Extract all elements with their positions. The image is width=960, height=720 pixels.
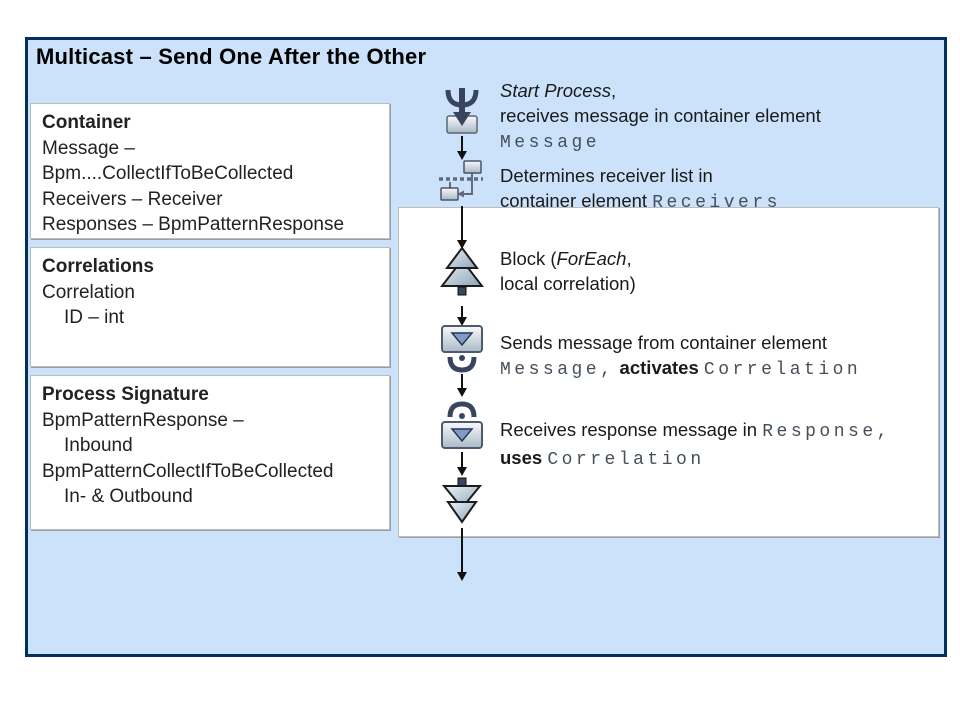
text-span: , xyxy=(611,80,617,101)
text-span: , xyxy=(626,248,632,269)
panel-line: Responses – BpmPatternResponse xyxy=(42,214,345,235)
flow-text-line: container element Receivers xyxy=(500,188,781,216)
text-span: Start Process xyxy=(500,80,612,101)
text-span: ForEach xyxy=(556,248,627,269)
panel-line: Bpm....CollectIfToBeCollected xyxy=(42,163,294,184)
panel-heading: Container xyxy=(42,112,131,133)
flow-text-line: Sends message from container element xyxy=(500,330,861,355)
panel-line: BpmPatternResponse – xyxy=(42,409,244,431)
text-span: Sends message from container element xyxy=(500,332,828,353)
slide-title: Multicast – Send One After the Other xyxy=(36,44,427,69)
code-span: Response, xyxy=(762,422,891,442)
flow-step-text-block: Block (ForEach, local correlation) xyxy=(500,246,636,296)
text-span: local correlation) xyxy=(500,273,636,294)
text-span: container element xyxy=(500,190,653,211)
mapping-icon xyxy=(438,158,484,211)
block-foreach-icon xyxy=(439,246,485,311)
panel-line: BpmPatternCollectIfToBeCollected xyxy=(42,460,334,482)
panel-line: In- & Outbound xyxy=(64,486,193,507)
text-span: activates xyxy=(614,357,704,378)
text-span: Determines receiver list in xyxy=(500,165,713,186)
flow-text-line: Determines receiver list in xyxy=(500,163,781,188)
flow-text-line: Receives response message in Response, xyxy=(500,417,891,445)
flow-step-text-send: Sends message from container element Mes… xyxy=(500,330,861,383)
panel-line: Message – xyxy=(42,137,135,159)
panel-line: Receivers – Receiver xyxy=(42,188,223,210)
text-span: receives message in container element xyxy=(500,105,821,126)
code-span: Correlation xyxy=(547,450,705,470)
correlations-panel: Correlations Correlation ID – int xyxy=(30,247,390,367)
start-process-icon xyxy=(440,86,484,143)
process-signature-panel: Process Signature BpmPatternResponse – I… xyxy=(30,375,390,530)
panel-line: ID – int xyxy=(64,307,125,328)
flow-arrow xyxy=(456,206,467,249)
flow-text-line: local correlation) xyxy=(500,271,636,296)
code-span: Correlation xyxy=(703,360,862,380)
text-span: Block ( xyxy=(500,248,557,269)
panel-heading: Process Signature xyxy=(42,384,209,405)
flow-text-line: Message, activates Correlation xyxy=(500,355,861,383)
panel-line: Inbound xyxy=(64,435,133,456)
flow-arrow xyxy=(456,306,467,326)
receive-step-icon xyxy=(440,398,484,459)
flow-arrow xyxy=(456,528,467,581)
panel-heading: Correlations xyxy=(42,256,154,277)
flow-text-line: uses Correlation xyxy=(500,445,891,473)
flow-text-line: receives message in container element xyxy=(500,103,821,128)
flow-arrow xyxy=(456,452,467,476)
flow-step-text-receive: Receives response message in Response, u… xyxy=(500,417,891,473)
flow-arrow xyxy=(456,136,467,160)
flow-text-line: Block (ForEach, xyxy=(500,246,636,271)
code-span: Message, xyxy=(500,360,615,380)
code-span: Message xyxy=(500,133,601,153)
flow-step-text-start: Start Process, receives message in conta… xyxy=(500,78,821,156)
panel-line: Correlation xyxy=(42,281,135,303)
flow-arrow xyxy=(456,374,467,397)
block-scope-panel xyxy=(398,207,939,537)
send-step-icon xyxy=(440,324,484,381)
code-span: Receivers xyxy=(652,193,781,213)
flow-text-line: Message xyxy=(500,128,821,156)
container-panel: Container Message – Bpm....CollectIfToBe… xyxy=(30,103,390,239)
text-span: Receives response message in xyxy=(500,419,763,440)
flow-step-text-receivers: Determines receiver list in container el… xyxy=(500,163,781,216)
block-end-icon xyxy=(440,477,484,532)
text-span: uses xyxy=(500,447,548,468)
flow-text-line: Start Process, xyxy=(500,78,821,103)
